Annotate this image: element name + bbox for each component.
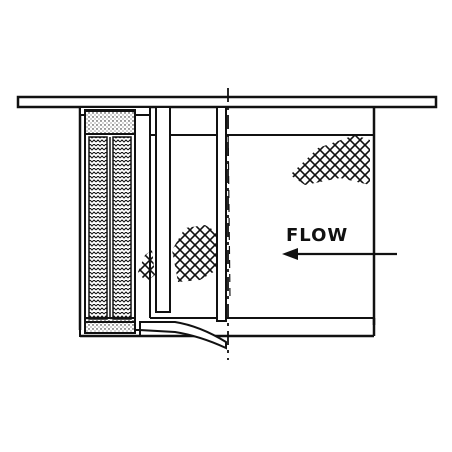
mesh-hatch-center bbox=[172, 225, 217, 282]
mesh-hatch-left-small bbox=[138, 250, 155, 282]
mesh-hatch-upper-right bbox=[290, 135, 370, 185]
flow-arrow bbox=[282, 248, 397, 260]
top-flange bbox=[16, 95, 438, 109]
top-end-cap bbox=[79, 106, 151, 135]
bottom-baffle bbox=[139, 321, 227, 350]
bottom-end-cap bbox=[79, 317, 141, 337]
inner-core-tubes bbox=[149, 106, 227, 322]
flow-label: FLOW bbox=[286, 225, 348, 246]
pleated-filter-media bbox=[84, 133, 136, 323]
